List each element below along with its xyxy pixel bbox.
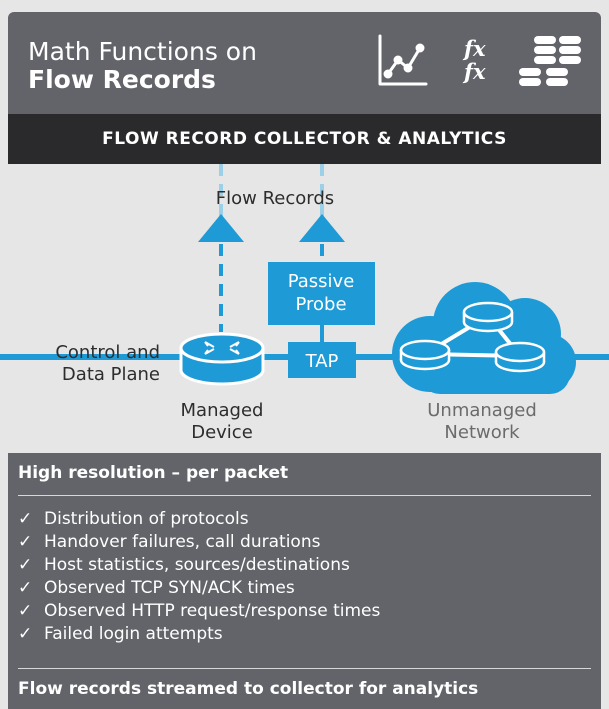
arrow-up-icon	[198, 214, 244, 242]
flow-records-label: Flow Records	[215, 188, 335, 209]
managed-device-line-2: Device	[191, 422, 253, 443]
collector-analytics-bar: FLOW RECORD COLLECTOR & ANALYTICS	[8, 114, 601, 164]
checkmark-icon: ✓	[18, 601, 33, 621]
list-item: ✓ Host statistics, sources/destinations	[18, 554, 380, 577]
list-item-label: Observed HTTP request/response times	[44, 601, 381, 621]
header-icons: fx fx	[378, 34, 581, 86]
list-item-label: Handover failures, call durations	[44, 532, 321, 552]
list-item: ✓ Distribution of protocols	[18, 508, 380, 531]
list-item: ✓ Observed TCP SYN/ACK times	[18, 577, 380, 600]
arrow-up-icon	[299, 214, 345, 242]
divider	[18, 495, 591, 496]
line-chart-icon	[378, 34, 428, 86]
router-icon	[399, 339, 451, 371]
page-title: Math Functions on Flow Records	[28, 38, 257, 94]
diagram-graphics: Passive Probe TAP	[0, 164, 609, 394]
database-stack-icon	[519, 36, 581, 86]
control-data-plane-line-2: Data Plane	[61, 364, 160, 385]
title-line-2: Flow Records	[28, 65, 216, 94]
checkmark-icon: ✓	[18, 624, 33, 644]
tap-label: TAP	[305, 351, 339, 372]
unmanaged-network-line-1: Unmanaged	[427, 400, 537, 421]
cloud-icon	[392, 282, 576, 394]
checkmark-icon: ✓	[18, 555, 33, 575]
list-item-label: Failed login attempts	[44, 624, 223, 644]
list-item-label: Distribution of protocols	[44, 509, 249, 529]
details-panel: High resolution – per packet ✓ Distributi…	[8, 453, 601, 709]
details-footer: Flow records streamed to collector for a…	[18, 679, 479, 699]
analytics-header-panel: Math Functions on Flow Records fx fx	[8, 12, 601, 164]
fx-top-text: fx	[462, 36, 486, 61]
checkmark-icon: ✓	[18, 578, 33, 598]
control-data-plane-label: Control and Data Plane	[20, 342, 160, 386]
title-line-1: Math Functions on	[28, 37, 257, 66]
divider	[18, 668, 591, 669]
feature-list: ✓ Distribution of protocols ✓ Handover fai…	[18, 508, 380, 646]
unmanaged-network-line-2: Network	[444, 422, 520, 443]
tap-box	[288, 342, 356, 378]
router-icon	[462, 301, 514, 333]
unmanaged-network-label: Unmanaged Network	[412, 400, 552, 444]
fx-bottom-text: fx	[462, 59, 486, 84]
managed-device-label: Managed Device	[152, 400, 292, 444]
list-item-label: Observed TCP SYN/ACK times	[44, 578, 295, 598]
managed-device-line-1: Managed	[180, 400, 264, 421]
function-fx-icon: fx fx	[462, 36, 486, 84]
network-diagram: Passive Probe TAP	[0, 164, 609, 450]
passive-probe-label-2: Probe	[295, 294, 346, 315]
list-item: ✓ Failed login attempts	[18, 623, 380, 646]
passive-probe-label-1: Passive	[288, 271, 355, 292]
list-item-label: Host statistics, sources/destinations	[44, 555, 350, 575]
router-icon	[494, 341, 546, 373]
list-item: ✓ Handover failures, call durations	[18, 531, 380, 554]
control-data-plane-line-1: Control and	[55, 342, 160, 363]
passive-probe-box	[268, 262, 375, 325]
router-icon	[179, 332, 265, 386]
checkmark-icon: ✓	[18, 509, 33, 529]
checkmark-icon: ✓	[18, 532, 33, 552]
list-item: ✓ Observed HTTP request/response times	[18, 600, 380, 623]
details-heading: High resolution – per packet	[18, 463, 289, 483]
